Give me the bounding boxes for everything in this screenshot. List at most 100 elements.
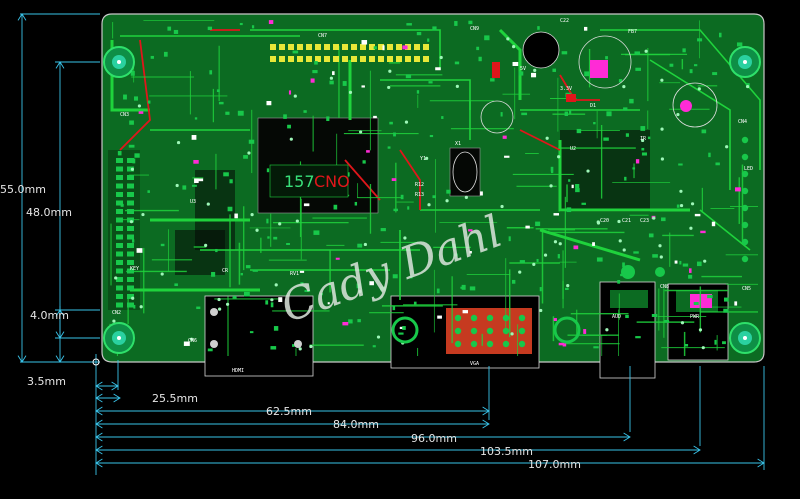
via [175, 183, 179, 188]
via [129, 220, 134, 224]
dim-arrow [95, 458, 103, 468]
via [329, 76, 334, 80]
smd-pad [265, 300, 269, 305]
via [293, 94, 297, 98]
smd-pad [593, 122, 596, 125]
smd-pad [592, 242, 595, 246]
smd-pad [571, 184, 574, 189]
vga-pin [486, 327, 494, 335]
smd-pad [361, 40, 368, 45]
smd-pad [405, 74, 412, 79]
smd-pad [252, 269, 258, 272]
smd-pad [500, 112, 503, 117]
smd-pad [402, 326, 406, 330]
smd-pad [618, 79, 623, 83]
via [510, 332, 514, 336]
header-pin [369, 56, 375, 62]
header-pin [387, 44, 393, 50]
smd-pad [245, 265, 251, 269]
header-pin [324, 44, 330, 50]
header-pin [116, 251, 123, 257]
header-pin [116, 183, 123, 189]
smd-pad [273, 326, 279, 331]
header-pin [423, 44, 429, 50]
smd-pad [416, 90, 420, 94]
jack-pin [294, 340, 302, 348]
via [189, 337, 194, 341]
header-pin [369, 44, 375, 50]
silk-label: FB7 [628, 29, 637, 35]
smd-pad [573, 245, 579, 250]
smd-pad [625, 314, 629, 319]
smd-pad [565, 287, 569, 290]
vga-pin [486, 314, 494, 322]
smd-pad [635, 336, 641, 339]
smd-pad [460, 286, 465, 289]
smd-pad [160, 243, 165, 247]
header-pin [127, 277, 134, 282]
via [557, 155, 561, 159]
smd-pad [266, 168, 270, 173]
header-pin [270, 56, 276, 62]
smd-pad [342, 81, 347, 86]
dim-arrow [55, 331, 65, 339]
smd-pad [391, 178, 397, 181]
via [160, 272, 164, 276]
smd-pad [373, 46, 377, 50]
header-pin [127, 209, 134, 214]
smd-pad [174, 283, 178, 287]
via [141, 212, 145, 217]
origin-marker [92, 358, 100, 366]
silk-label: CN6 [188, 338, 197, 344]
smd-pad [454, 21, 458, 26]
smd-pad [469, 286, 476, 291]
via [427, 203, 431, 207]
smd-pad [676, 204, 680, 208]
smd-pad [248, 139, 255, 144]
smd-pad [215, 248, 218, 253]
smd-pad [207, 348, 213, 352]
header-pin [288, 44, 294, 50]
smd-pad [561, 51, 568, 55]
chip-number: 157 [284, 172, 315, 191]
smd-pad [251, 25, 255, 29]
header-pin [396, 56, 402, 62]
smd-pad [288, 90, 292, 95]
dim-label-3-5mm: 3.5mm [27, 375, 66, 388]
header-pin [127, 302, 134, 308]
dim-arrow [482, 406, 490, 416]
silk-label: CN7 [318, 33, 327, 39]
red-pad [492, 62, 500, 78]
mounting-hole-dot [743, 60, 747, 64]
header-pin [297, 44, 303, 50]
smd-pad [207, 26, 213, 31]
smd-pad [468, 20, 473, 25]
silk-label: C22 [560, 18, 569, 24]
smd-pad [132, 158, 136, 164]
silk-label: KEY [130, 266, 139, 272]
smd-pad [243, 291, 250, 297]
smd-pad [393, 132, 396, 137]
dim-arrow [693, 445, 701, 455]
smd-pad [227, 206, 233, 212]
smd-pad [700, 230, 706, 234]
via [746, 84, 750, 89]
silk-label: LED [744, 166, 753, 172]
via [425, 156, 429, 160]
trace [539, 228, 641, 262]
via [622, 85, 626, 89]
mounting-hole-dot [117, 60, 121, 64]
smd-pad [521, 112, 528, 116]
header-pin [127, 226, 134, 231]
smd-pad [735, 187, 741, 192]
silk-label: R13 [415, 192, 424, 198]
smd-pad [539, 287, 542, 292]
header-pin [116, 294, 123, 299]
connector-pin [741, 255, 749, 263]
smd-pad [163, 51, 168, 57]
vga-pin [502, 340, 510, 348]
mounting-holes [103, 46, 761, 354]
jack-ring [553, 316, 581, 344]
dimension-labels: 55.0mm 48.0mm 4.0mm 3.5mm 25.5mm 62.5mm … [0, 183, 581, 471]
header-pin [116, 268, 123, 274]
